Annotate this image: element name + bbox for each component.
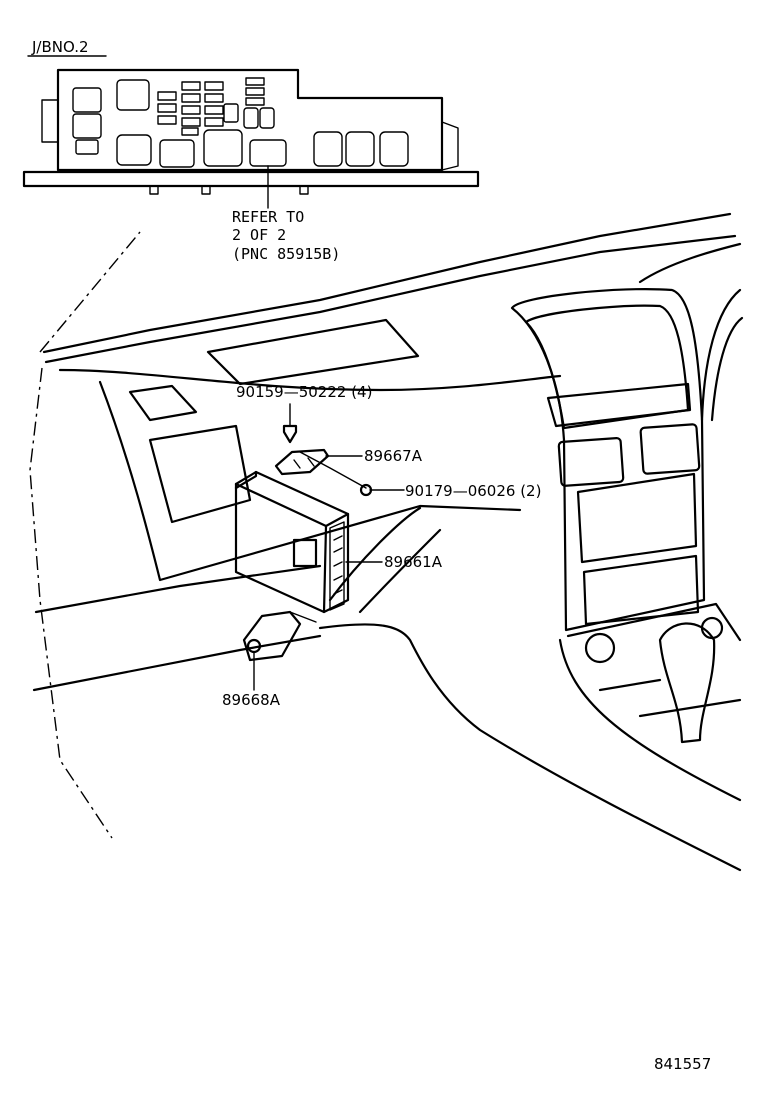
ecu-drawing — [234, 470, 350, 614]
bolt-drawing — [282, 403, 298, 444]
junction-block-label: J/BNO.2 — [31, 38, 89, 56]
bracket-lower-drawing — [242, 610, 317, 662]
refer-note-line-1: REFER TO — [232, 208, 304, 226]
callout-nut: 90179—06026 (2) — [405, 482, 541, 500]
junction-block-drawing — [22, 68, 480, 209]
refer-note-line-2: 2 OF 2 — [232, 226, 286, 244]
leader-lines — [253, 451, 405, 691]
callout-bolt: 90159—50222 (4) — [236, 383, 372, 401]
illustration-number: 841557 — [654, 1055, 711, 1073]
callout-ecu: 89661A — [384, 553, 443, 571]
callout-bracket-lower: 89668A — [222, 691, 281, 709]
callout-bracket-upper: 89667A — [364, 447, 423, 465]
instrument-panel-drawing — [29, 212, 744, 872]
refer-note-line-3: (PNC 85915B) — [232, 245, 340, 263]
